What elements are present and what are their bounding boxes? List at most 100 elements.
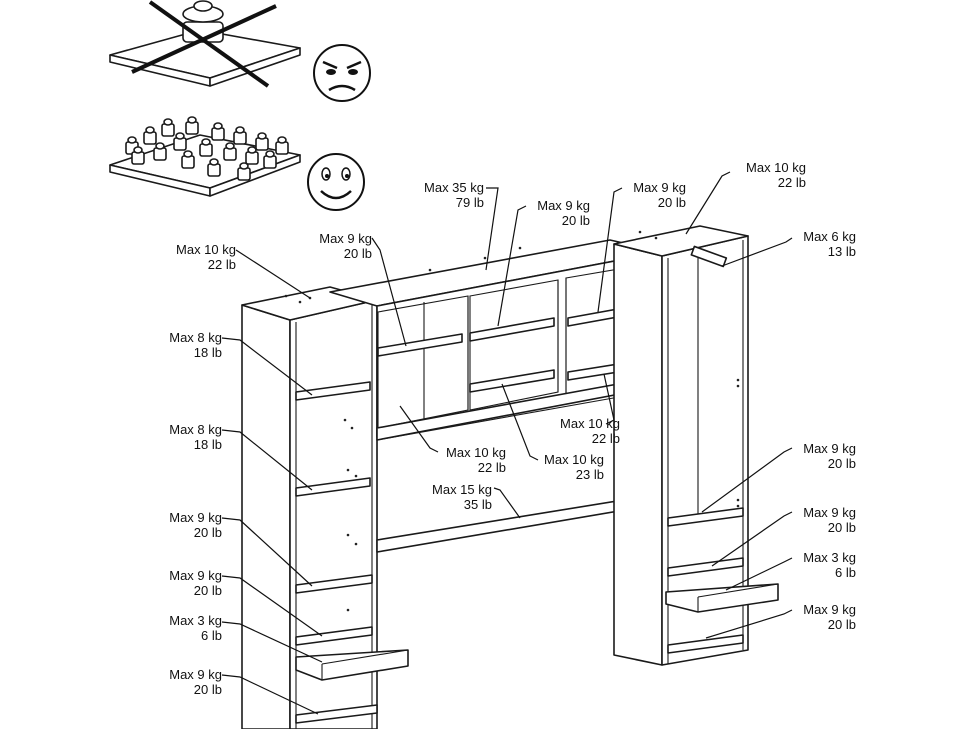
small-weight-icon (207, 158, 221, 177)
small-weight-icon (131, 146, 145, 165)
small-weight-icon (223, 142, 237, 161)
heavy-weight-icon (182, 0, 224, 43)
lb-text: 79 lb (455, 195, 484, 210)
label-left-lower-shelf: Max 9 kg 20 lb (158, 510, 222, 540)
kg-text: Max 9 kg (169, 568, 222, 583)
lb-text: 6 lb (201, 628, 222, 643)
kg-text: Max 10 kg (746, 160, 806, 175)
screw-hole (343, 418, 347, 422)
label-left-floor: Max 9 kg 20 lb (158, 667, 222, 697)
kg-text: Max 10 kg (176, 242, 236, 257)
kg-text: Max 3 kg (803, 550, 856, 565)
hanging-rod-bar (690, 245, 728, 268)
small-weight-icon (245, 146, 259, 165)
label-bridge-right-shelf: Max 9 kg 20 lb (624, 180, 686, 210)
screw-hole (638, 230, 642, 234)
kg-text: Max 9 kg (169, 510, 222, 525)
small-weight-icon (161, 118, 175, 137)
label-left-bottom-shelf: Max 9 kg 20 lb (158, 568, 222, 598)
label-bridge-right-bottom: Max 10 kg 22 lb (550, 416, 620, 446)
label-top-left-cabinet: Max 10 kg 22 lb (166, 242, 236, 272)
lb-text: 18 lb (193, 437, 222, 452)
screw-hole (428, 268, 432, 272)
small-weight-icon (181, 150, 195, 169)
kg-text: Max 15 kg (432, 482, 492, 497)
right-tall-cabinet (613, 225, 779, 666)
label-left-drawer: Max 3 kg 6 lb (158, 613, 222, 643)
label-bridge-center-shelf: Max 9 kg 20 lb (528, 198, 590, 228)
small-weight-icon (263, 150, 277, 169)
cross-out-icon (131, 0, 277, 88)
label-left-upper-shelf: Max 8 kg 18 lb (158, 330, 222, 360)
lb-text: 20 lb (657, 195, 686, 210)
label-headboard-shelf: Max 15 kg 35 lb (422, 482, 492, 512)
smiling-face-icon (307, 153, 365, 211)
small-weight-icon (185, 116, 199, 135)
label-bridge-left-bottom: Max 10 kg 22 lb (436, 445, 506, 475)
lb-text: 6 lb (835, 565, 856, 580)
distributed-weights-icon (125, 116, 289, 181)
lb-text: 35 lb (463, 497, 492, 512)
label-right-drawer: Max 3 kg 6 lb (794, 550, 856, 580)
kg-text: Max 8 kg (169, 330, 222, 345)
label-left-mid-shelf: Max 8 kg 18 lb (158, 422, 222, 452)
lb-text: 20 lb (343, 246, 372, 261)
label-hanging-rod: Max 6 kg 13 lb (792, 229, 856, 259)
kg-text: Max 3 kg (169, 613, 222, 628)
kg-text: Max 6 kg (803, 229, 856, 244)
lb-text: 18 lb (193, 345, 222, 360)
distributed-load-board (109, 116, 301, 197)
label-right-floor: Max 9 kg 20 lb (792, 602, 856, 632)
label-top-right-cabinet: Max 10 kg 22 lb (736, 160, 806, 190)
screw-hole (298, 300, 302, 304)
kg-text: Max 9 kg (537, 198, 590, 213)
lb-text: 20 lb (827, 617, 856, 632)
leader-lines (221, 171, 793, 715)
screw-hole (346, 533, 350, 537)
small-weight-icon (233, 126, 247, 145)
screw-hole (736, 378, 740, 382)
lb-text: 22 lb (207, 257, 236, 272)
lb-text: 20 lb (193, 525, 222, 540)
screw-hole (346, 608, 350, 612)
screw-hole (736, 504, 740, 508)
label-bridge-left-shelf: Max 9 kg 20 lb (312, 231, 372, 261)
label-bridge-center-bottom: Max 10 kg 23 lb (534, 452, 604, 482)
left-tall-cabinet (241, 286, 409, 729)
kg-text: Max 9 kg (803, 602, 856, 617)
kg-text: Max 10 kg (446, 445, 506, 460)
label-bridge-top: Max 35 kg 79 lb (414, 180, 484, 210)
kg-text: Max 9 kg (319, 231, 372, 246)
kg-text: Max 10 kg (560, 416, 620, 431)
kg-text: Max 9 kg (633, 180, 686, 195)
small-weight-icon (199, 138, 213, 157)
screw-hole (483, 256, 487, 260)
left-drawer-front (295, 649, 409, 681)
overhead-bridge-unit (329, 239, 663, 553)
lb-text: 22 lb (477, 460, 506, 475)
small-weight-icon (173, 132, 187, 151)
screw-hole (518, 246, 522, 250)
lb-text: 22 lb (591, 431, 620, 446)
screw-hole (354, 474, 358, 478)
lb-text: 20 lb (193, 583, 222, 598)
screw-hole (654, 236, 658, 240)
screw-hole (354, 542, 358, 546)
lb-text: 20 lb (827, 520, 856, 535)
small-weight-icon (237, 162, 251, 181)
angry-face-icon (313, 44, 371, 102)
small-weight-icon (255, 132, 269, 151)
right-drawer-front (665, 583, 779, 613)
screw-hole (346, 468, 350, 472)
screw-hole (284, 294, 288, 298)
small-weight-icon (143, 126, 157, 145)
concentrated-load-board (109, 0, 301, 88)
kg-text: Max 9 kg (803, 441, 856, 456)
kg-text: Max 8 kg (169, 422, 222, 437)
kg-text: Max 10 kg (544, 452, 604, 467)
label-right-upper-shelf: Max 9 kg 20 lb (792, 441, 856, 471)
lb-text: 22 lb (777, 175, 806, 190)
kg-text: Max 35 kg (424, 180, 484, 195)
